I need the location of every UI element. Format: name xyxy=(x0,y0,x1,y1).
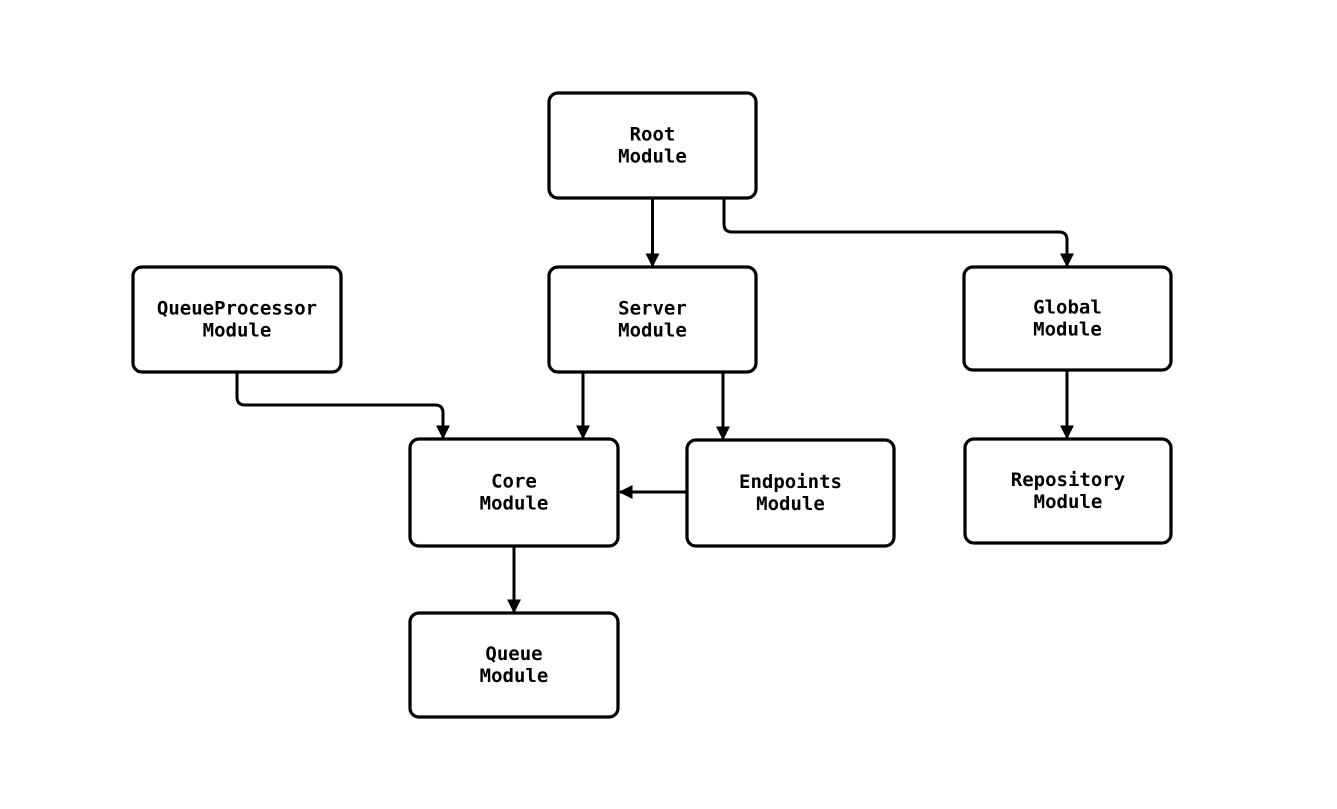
node-box xyxy=(547,91,758,200)
node-box xyxy=(685,438,896,548)
node-box xyxy=(408,437,620,548)
node-box xyxy=(962,265,1173,372)
edge-root-to-global xyxy=(722,198,1075,268)
edge-queueprocessor-to-core xyxy=(235,372,451,440)
node-box xyxy=(408,611,620,719)
node-box xyxy=(131,265,343,374)
node-box xyxy=(547,265,758,374)
node-box xyxy=(963,437,1173,545)
